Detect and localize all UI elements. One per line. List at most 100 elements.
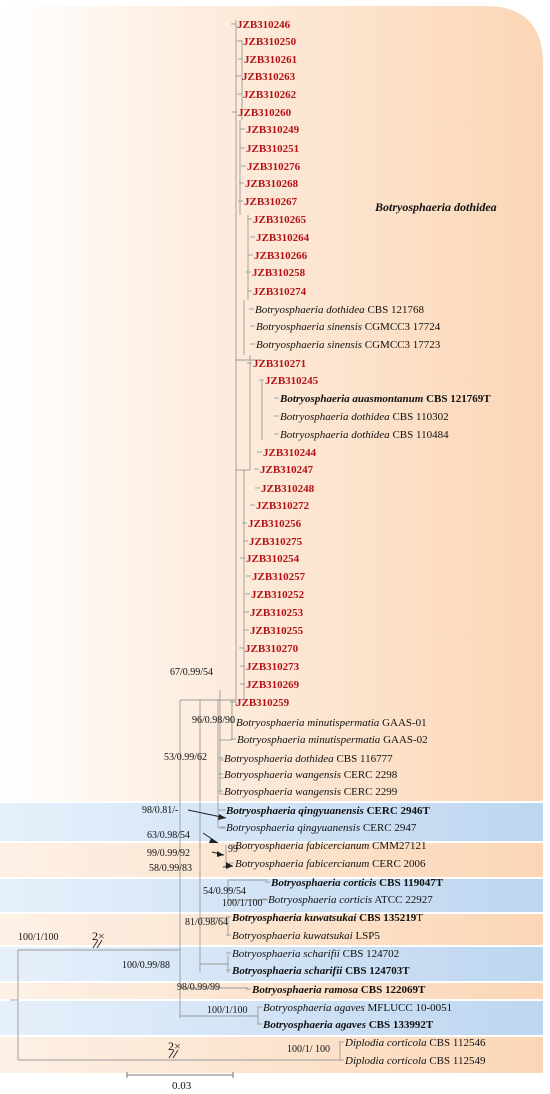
tip-label: Botryosphaeria sinensis CGMCC3 17723 — [256, 339, 441, 351]
clade-highlight-ramosa — [0, 983, 543, 999]
tip-label: Botryosphaeria agaves CBS 133992T — [262, 1019, 434, 1031]
support-values: 67/0.99/54 96/0.98/90 53/0.99/62 98/0.81/- 6… — [18, 667, 330, 1055]
arrow-head — [217, 851, 224, 857]
tip-label: Botryosphaeria wangensis CERC 2298 — [224, 769, 398, 781]
svg-text:2×: 2× — [168, 1039, 181, 1053]
tip-label: Botryosphaeria fabicercianum CMM27121 — [235, 840, 426, 852]
tip-label: JZB310260 — [238, 107, 292, 119]
support-value: 99/0.99/92 — [147, 848, 190, 859]
tip-label: JZB310250 — [243, 36, 297, 48]
scale-bar-label: 0.03 — [172, 1080, 192, 1092]
support-value: 63/0.98/54 — [147, 830, 190, 841]
tip-label: JZB310263 — [242, 71, 296, 83]
tip-label: JZB310272 — [256, 500, 310, 512]
tip-label: Botryosphaeria sinensis CGMCC3 17724 — [256, 321, 441, 333]
tip-label: JZB310253 — [250, 607, 304, 619]
branch-break-bottom: 2× — [168, 1039, 181, 1059]
arrow-head — [226, 862, 233, 869]
tip-label: Botryosphaeria wangensis CERC 2299 — [224, 786, 398, 798]
clade-label: Botryosphaeria dothidea — [374, 200, 497, 214]
tip-labels: JZB310246JZB310250JZB310261JZB310263JZB3… — [224, 19, 491, 1067]
tip-label: JZB310244 — [263, 447, 317, 459]
tip-label: JZB310276 — [247, 161, 301, 173]
tip-label: JZB310252 — [251, 589, 305, 601]
tip-label: JZB310246 — [237, 19, 291, 31]
support-value: 100/1/100 — [222, 898, 263, 909]
clade-highlight-agaves — [0, 1001, 543, 1035]
tip-label: Botryosphaeria qingyuanensis CERC 2946T — [225, 805, 431, 817]
tip-label: JZB310269 — [246, 679, 300, 691]
support-value: 81/0.98/64 — [185, 917, 228, 928]
support-value: 100/1/100 — [18, 932, 59, 943]
clade-shading — [0, 6, 543, 1073]
arrow-head — [209, 838, 218, 843]
tip-label: Botryosphaeria kuwatsukai LSP5 — [232, 930, 380, 942]
scale-bar: 0.03 — [126, 1072, 234, 1092]
support-value: 58/0.99/83 — [149, 863, 192, 874]
tip-label: JZB310265 — [253, 214, 307, 226]
tip-label: JZB310256 — [248, 518, 302, 530]
tip-label: JZB310270 — [245, 643, 299, 655]
svg-text:2×: 2× — [92, 929, 105, 943]
clade-highlight-corticis — [0, 879, 543, 912]
tip-label: Botryosphaeria minutispermatia GAAS-01 — [236, 717, 427, 729]
tip-label: JZB310251 — [246, 143, 299, 155]
clade-highlight-scharifii — [0, 947, 543, 981]
tip-label: Botryosphaeria fabicercianum CERC 2006 — [235, 858, 426, 870]
support-value: 100/0.99/88 — [122, 960, 170, 971]
clade-highlight-fabicercianum — [0, 843, 543, 877]
tip-label: JZB310248 — [261, 483, 315, 495]
annotation-arrows — [187, 809, 234, 869]
tip-label: Botryosphaeria corticis ATCC 22927 — [268, 894, 433, 906]
tip-label: Diplodia corticola CBS 112546 — [344, 1037, 486, 1049]
tip-label: Botryosphaeria minutispermatia GAAS-02 — [237, 734, 428, 746]
tip-label: JZB310273 — [246, 661, 300, 673]
tip-label: Botryosphaeria dothidea CBS 110484 — [280, 429, 449, 441]
clade-highlight-qingyuanensis — [0, 803, 543, 841]
tip-label: Botryosphaeria corticis CBS 119047T — [270, 877, 444, 889]
tip-label: JZB310268 — [245, 178, 299, 190]
support-value: 99 — [228, 844, 238, 855]
clade-highlight-diplodia — [0, 1037, 543, 1073]
tip-label: Botryosphaeria dothidea CBS 110302 — [280, 411, 449, 423]
tip-label: JZB310255 — [250, 625, 304, 637]
support-value: 53/0.99/62 — [164, 752, 207, 763]
tip-label: Botryosphaeria qingyuanensis CERC 2947 — [226, 822, 417, 834]
branch-break-top: 2× — [92, 929, 105, 949]
tip-label: Botryosphaeria scharifii CBS 124702 — [232, 948, 399, 960]
tip-label: Botryosphaeria dothidea CBS 121768 — [255, 304, 424, 316]
tip-label: JZB310271 — [253, 358, 306, 370]
tip-label: Botryosphaeria ramosa CBS 122069T — [251, 984, 426, 996]
support-value: 100/1/ 100 — [287, 1044, 330, 1055]
tip-label: JZB310274 — [253, 286, 307, 298]
support-value: 67/0.99/54 — [170, 667, 213, 678]
tip-label: JZB310254 — [246, 553, 300, 565]
tip-label: Botryosphaeria auasmontanum CBS 121769T — [279, 393, 491, 405]
tip-label: JZB310266 — [254, 250, 308, 262]
tip-label: JZB310275 — [249, 536, 303, 548]
tip-label: JZB310259 — [236, 697, 290, 709]
tip-label: JZB310249 — [246, 124, 300, 136]
support-value: 98/0.81/- — [142, 805, 178, 816]
tip-label: JZB310258 — [252, 267, 306, 279]
support-value: 98/0.99/99 — [177, 982, 220, 993]
arrow-head — [218, 814, 226, 820]
tip-label: Diplodia corticola CBS 112549 — [344, 1055, 486, 1067]
tree-branches — [10, 20, 344, 1061]
support-value: 96/0.98/90 — [192, 715, 235, 726]
tip-label: JZB310261 — [244, 54, 297, 66]
tip-label: JZB310264 — [256, 232, 310, 244]
support-value: 54/0.99/54 — [203, 886, 246, 897]
tip-label: Botryosphaeria dothidea CBS 116777 — [224, 753, 393, 765]
tip-label: JZB310262 — [243, 89, 297, 101]
tip-label: JZB310257 — [252, 571, 306, 583]
tip-label: Botryosphaeria scharifii CBS 124703T — [231, 965, 410, 977]
tip-label: JZB310245 — [265, 375, 319, 387]
tip-label: Botryosphaeria kuwatsukai CBS 135219T — [231, 912, 423, 924]
tip-label: JZB310247 — [260, 464, 314, 476]
clade-highlight-kuwatsukai — [0, 914, 543, 945]
clade-highlight-dothidea — [0, 6, 543, 801]
tip-label: Botryosphaeria agaves MFLUCC 10-0051 — [263, 1002, 452, 1014]
support-value: 100/1/100 — [207, 1005, 248, 1016]
